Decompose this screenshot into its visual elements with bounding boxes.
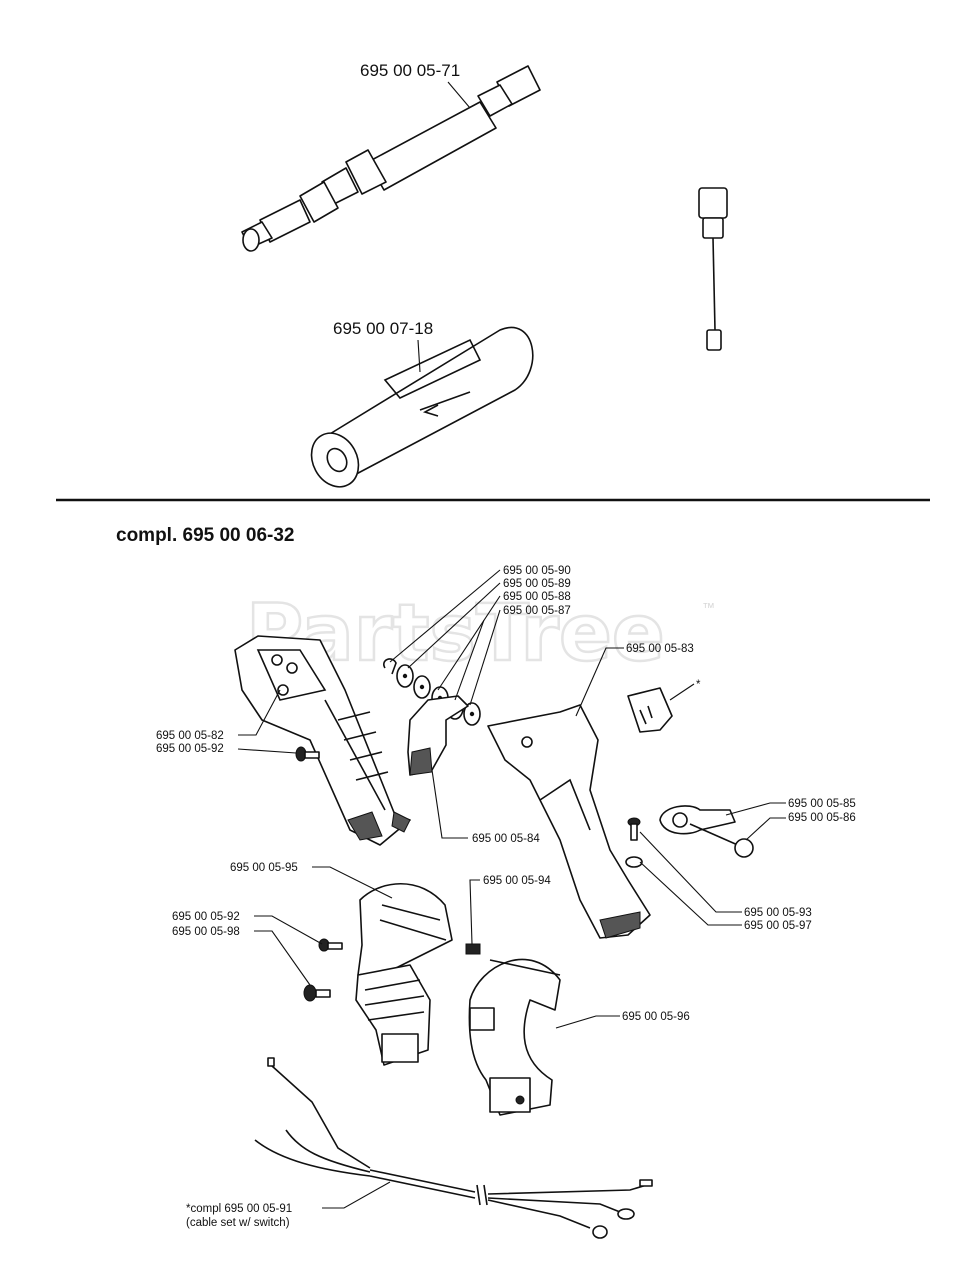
label-695-00-05-94: 695 00 05-94: [483, 875, 551, 887]
label-695-00-05-84: 695 00 05-84: [472, 833, 540, 845]
left-handle-half-drawing: [234, 635, 411, 846]
label-695-00-05-95: 695 00 05-95: [230, 862, 298, 874]
label-695-00-05-97: 695 00 05-97: [744, 920, 812, 932]
label-star: *: [696, 679, 701, 691]
screws-92b-98-drawing: [303, 938, 343, 1002]
label-695-00-05-93: 695 00 05-93: [744, 907, 812, 919]
label-695-00-05-89: 695 00 05-89: [503, 578, 571, 590]
assembly-title: compl. 695 00 06-32: [116, 525, 295, 546]
throttle-cable-drawing: [241, 42, 728, 351]
label-695-00-05-85: 695 00 05-85: [788, 798, 856, 810]
switch-lever-drawing: [659, 805, 754, 858]
label-695-00-05-98: 695 00 05-98: [172, 926, 240, 938]
label-695-00-05-87: 695 00 05-87: [503, 605, 571, 617]
label-695-00-05-96: 695 00 05-96: [622, 1011, 690, 1023]
label-adapter-sleeve: 695 00 07-18: [333, 319, 433, 338]
lock-block-drawing: [627, 687, 673, 733]
clamp-lower-drawing: [468, 958, 561, 1116]
cable-set-drawing: [254, 1057, 653, 1239]
label-695-00-05-92-b: 695 00 05-92: [172, 911, 240, 923]
label-cable-set-note: (cable set w/ switch): [186, 1217, 290, 1229]
screw-93-drawing: [625, 817, 643, 868]
screw-92a-drawing: [295, 746, 320, 762]
label-695-00-05-86: 695 00 05-86: [788, 812, 856, 824]
label-695-00-05-83: 695 00 05-83: [626, 643, 694, 655]
label-695-00-05-90: 695 00 05-90: [503, 565, 571, 577]
nut-94-drawing: [465, 943, 481, 955]
label-695-00-05-82: 695 00 05-82: [156, 730, 224, 742]
label-695-00-05-88: 695 00 05-88: [503, 591, 571, 603]
right-handle-half-drawing: [487, 704, 651, 939]
label-cable-set: *compl 695 00 05-91: [186, 1203, 292, 1215]
clamp-upper-drawing: [355, 883, 453, 1066]
label-695-00-05-92-a: 695 00 05-92: [156, 743, 224, 755]
label-throttle-cable: 695 00 05-71: [360, 61, 460, 80]
throttle-trigger-drawing: [407, 695, 469, 776]
trademark-symbol: ™: [702, 600, 715, 615]
adapter-sleeve-drawing: [310, 326, 534, 488]
